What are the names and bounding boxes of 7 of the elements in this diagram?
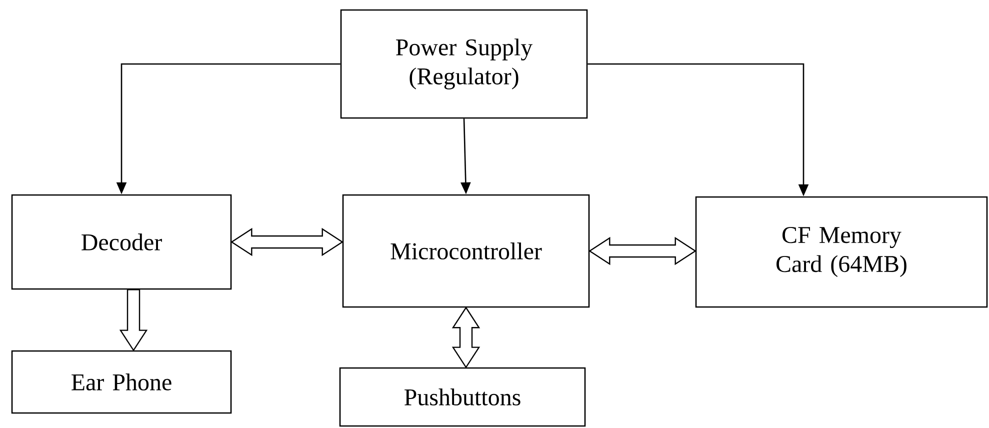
double-arrow [119,289,148,352]
block-box: Decoder [11,194,232,290]
block-box: Ear Phone [11,350,232,414]
block-box: Microcontroller [342,194,590,308]
block-box: Pushbuttons [339,367,586,427]
block-box: Power Supply (Regulator) [340,9,588,119]
block-box: CF Memory Card (64MB) [695,196,988,308]
